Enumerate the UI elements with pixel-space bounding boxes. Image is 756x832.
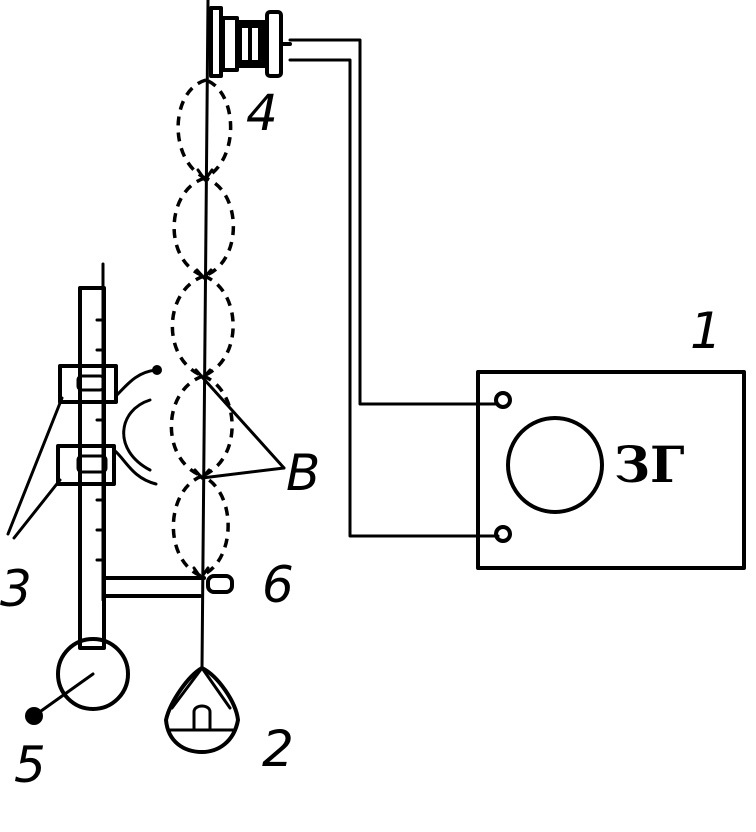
leader-node-lower xyxy=(200,466,286,480)
clamps-leader-lines xyxy=(6,396,64,540)
wave-loop-3 xyxy=(170,274,235,378)
leader-node-upper xyxy=(201,376,286,470)
nodes-leader-lines xyxy=(200,376,286,480)
wire-top xyxy=(288,38,500,406)
circle-dial-icon xyxy=(506,416,604,514)
clamp-lower xyxy=(56,444,116,486)
weight-hook xyxy=(192,704,212,732)
clamp-lower-arm xyxy=(112,448,158,486)
label-dial-number: 5 xyxy=(14,736,46,794)
vibrator-assembly xyxy=(209,6,292,78)
string xyxy=(200,0,210,670)
clamp-upper-slot xyxy=(76,374,106,392)
generator-box xyxy=(476,370,746,570)
clamp-upper xyxy=(58,364,118,404)
leader-clamp-lower xyxy=(12,478,62,540)
vibrator-coil xyxy=(221,16,239,72)
vibrator-core-slot-a xyxy=(242,28,248,60)
generator-terminal-bottom xyxy=(494,525,512,543)
hanging-weight-icon xyxy=(164,666,240,754)
clamp-bracket xyxy=(122,398,152,472)
node-mark-1 xyxy=(196,168,214,182)
clamp-lower-slot xyxy=(76,454,108,474)
sound-generator: ЗГ xyxy=(476,370,746,570)
label-support-number: 6 xyxy=(262,556,294,614)
vibrator-plate-right xyxy=(265,10,283,78)
wave-loop-4 xyxy=(169,374,234,478)
rod-body xyxy=(78,286,106,650)
gauge-pointer xyxy=(32,672,95,718)
wave-loop-5 xyxy=(171,474,230,578)
node-mark-2 xyxy=(195,268,213,280)
label-vibrator-number: 4 xyxy=(246,84,278,142)
weight-string-left xyxy=(170,666,204,710)
leader-clamp-upper xyxy=(6,396,64,536)
gauge-knob xyxy=(25,707,43,725)
round-gauge-icon xyxy=(56,637,130,711)
measuring-stand xyxy=(25,262,234,725)
weight-body xyxy=(164,666,240,754)
weight-string-right xyxy=(200,666,232,710)
connection-wires xyxy=(288,38,500,538)
clamp-upper-tip xyxy=(152,365,162,375)
support-end xyxy=(206,574,234,594)
generator-terminal-top xyxy=(494,391,512,409)
clamp-upper-arm xyxy=(114,368,158,398)
vibrator-plate-left xyxy=(209,6,223,78)
label-nodes-letter: В xyxy=(286,444,320,502)
wave-loop-2 xyxy=(172,176,235,278)
label-weight-number: 2 xyxy=(262,720,294,778)
generator-text: ЗГ xyxy=(614,435,685,494)
vibrator-core-slot-b xyxy=(252,28,258,60)
label-generator-number: 1 xyxy=(690,302,722,360)
wire-bottom xyxy=(288,58,500,538)
wave-loop-1 xyxy=(176,78,233,180)
label-clamps-number: 3 xyxy=(0,560,32,618)
